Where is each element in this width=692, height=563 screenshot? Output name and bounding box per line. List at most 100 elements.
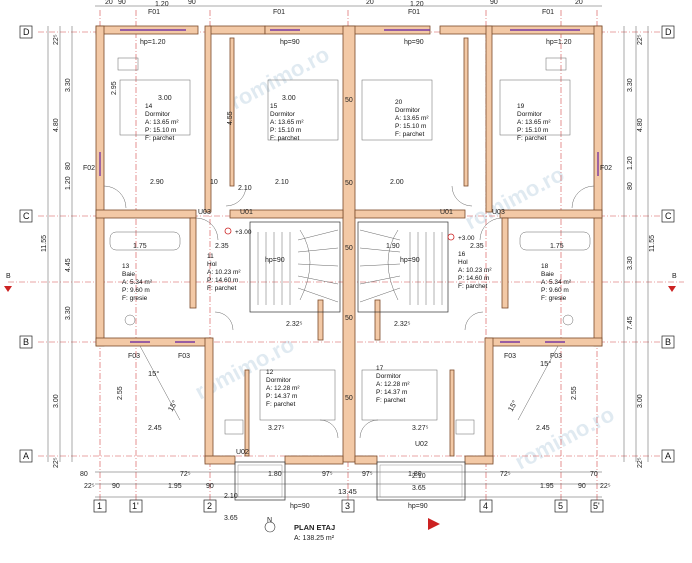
- axis-col-5p: 5': [593, 501, 600, 511]
- svg-text:4.80: 4.80: [637, 118, 644, 132]
- svg-text:2.45: 2.45: [536, 425, 550, 432]
- svg-text:50: 50: [345, 180, 353, 187]
- svg-text:3.00: 3.00: [158, 95, 172, 102]
- watermark: romimo.ro: [226, 41, 334, 114]
- svg-text:2.10: 2.10: [275, 179, 289, 186]
- svg-text:U03: U03: [198, 209, 211, 216]
- svg-text:3.27⁵: 3.27⁵: [412, 425, 429, 432]
- svg-text:17: 17: [376, 365, 384, 372]
- svg-text:22⁵: 22⁵: [637, 457, 644, 468]
- svg-text:U01: U01: [440, 209, 453, 216]
- svg-text:22⁵: 22⁵: [53, 34, 60, 45]
- svg-text:2.32⁵: 2.32⁵: [286, 321, 303, 328]
- svg-text:90: 90: [578, 483, 586, 490]
- svg-text:hp=1.20: hp=1.20: [546, 39, 572, 46]
- svg-text:90: 90: [118, 0, 126, 6]
- svg-text:80: 80: [65, 162, 72, 170]
- axis-col-3: 3: [345, 501, 350, 511]
- svg-text:F03: F03: [128, 353, 140, 360]
- svg-text:80: 80: [627, 182, 634, 190]
- svg-text:hp=1.20: hp=1.20: [140, 39, 166, 46]
- svg-text:F: parchet: F: parchet: [270, 135, 299, 142]
- svg-text:hp=90: hp=90: [265, 257, 285, 264]
- room-11: 11 Hol A: 10.23 m² P: 14.60 m F: parchet: [207, 253, 241, 292]
- direction-arrow-icon: [428, 518, 440, 530]
- svg-text:F03: F03: [178, 353, 190, 360]
- svg-text:F: gresie: F: gresie: [122, 295, 148, 302]
- svg-text:Hol: Hol: [458, 259, 468, 266]
- svg-text:Baie: Baie: [122, 271, 135, 278]
- staircase-left: [249, 221, 341, 313]
- svg-text:F: parchet: F: parchet: [207, 285, 236, 292]
- svg-text:1.20: 1.20: [65, 176, 72, 190]
- svg-text:F02: F02: [83, 165, 95, 172]
- svg-text:3.00: 3.00: [282, 95, 296, 102]
- svg-text:P: 15.10 m: P: 15.10 m: [517, 127, 548, 134]
- svg-text:2.10: 2.10: [224, 493, 238, 500]
- svg-text:2.10: 2.10: [412, 473, 426, 480]
- svg-text:1.95: 1.95: [168, 483, 182, 490]
- svg-text:A: 13.65 m²: A: 13.65 m²: [270, 119, 304, 126]
- svg-text:A: 10.23 m²: A: 10.23 m²: [458, 267, 492, 274]
- svg-text:F03: F03: [504, 353, 516, 360]
- svg-text:1.90: 1.90: [386, 243, 400, 250]
- room-17: 17 Dormitor A: 12.28 m² P: 14.37 m F: pa…: [376, 365, 410, 404]
- svg-text:3.30: 3.30: [627, 78, 634, 92]
- svg-text:U03: U03: [492, 209, 505, 216]
- svg-text:F: parchet: F: parchet: [145, 135, 174, 142]
- svg-text:hp=90: hp=90: [290, 503, 310, 510]
- svg-text:F01: F01: [542, 9, 554, 16]
- svg-text:7.45: 7.45: [627, 316, 634, 330]
- svg-text:10: 10: [210, 179, 218, 186]
- room-20: 20 Dormitor A: 13.65 m² P: 15.10 m F: pa…: [395, 99, 429, 138]
- svg-text:A: 5.34 m²: A: 5.34 m²: [122, 279, 153, 286]
- svg-text:P: 14.37 m: P: 14.37 m: [266, 393, 297, 400]
- axis-labels-left: D C B A: [19, 25, 33, 463]
- svg-text:90: 90: [112, 483, 120, 490]
- svg-text:22⁵: 22⁵: [84, 483, 95, 490]
- svg-text:3.30: 3.30: [627, 256, 634, 270]
- svg-text:97⁵: 97⁵: [362, 471, 373, 478]
- staircase-right: [357, 221, 449, 313]
- svg-text:1.95: 1.95: [540, 483, 554, 490]
- svg-text:50: 50: [345, 395, 353, 402]
- svg-text:11.55: 11.55: [41, 235, 48, 252]
- furniture: [109, 57, 591, 435]
- balconies: [234, 461, 466, 501]
- svg-text:P: 14.60 m: P: 14.60 m: [207, 277, 238, 284]
- axis-row-B: B: [23, 337, 29, 347]
- svg-text:F02: F02: [600, 165, 612, 172]
- svg-text:50: 50: [345, 245, 353, 252]
- svg-text:A: 5.34 m²: A: 5.34 m²: [541, 279, 572, 286]
- room-12: 12 Dormitor A: 12.28 m² P: 14.37 m F: pa…: [266, 369, 300, 408]
- svg-text:F: parchet: F: parchet: [376, 397, 405, 404]
- svg-text:F01: F01: [148, 9, 160, 16]
- axis-labels-right: D C B A: [661, 25, 675, 463]
- svg-text:Dormitor: Dormitor: [266, 377, 292, 384]
- svg-text:11.55: 11.55: [649, 235, 656, 252]
- svg-text:2.95: 2.95: [111, 81, 118, 95]
- svg-text:2.10: 2.10: [238, 185, 252, 192]
- svg-text:3.30: 3.30: [65, 306, 72, 320]
- watermark: romimo.ro: [511, 401, 619, 474]
- svg-text:1.80: 1.80: [408, 471, 422, 478]
- section-marks: B B: [4, 273, 677, 292]
- room-16: 16 Hol A: 10.23 m² P: 14.60 m F: parchet: [458, 251, 492, 290]
- svg-text:F: parchet: F: parchet: [395, 131, 424, 138]
- svg-text:3.65: 3.65: [224, 515, 238, 522]
- svg-text:90: 90: [490, 0, 498, 6]
- watermark: romimo.ro: [461, 161, 569, 234]
- top-dimensions: 20 90 1.20 90 20 1.20 90 20: [105, 0, 583, 8]
- svg-text:1.20: 1.20: [410, 1, 424, 8]
- svg-text:2.55: 2.55: [117, 386, 124, 400]
- svg-text:hp=90: hp=90: [280, 39, 300, 46]
- axis-col-1: 1: [97, 501, 102, 511]
- svg-text:A: 12.28 m²: A: 12.28 m²: [266, 385, 300, 392]
- svg-text:P: 15.10 m: P: 15.10 m: [270, 127, 301, 134]
- svg-text:2.35: 2.35: [215, 243, 229, 250]
- svg-text:22⁵: 22⁵: [600, 483, 611, 490]
- svg-text:F: gresie: F: gresie: [541, 295, 567, 302]
- svg-text:16: 16: [458, 251, 466, 258]
- svg-text:U01: U01: [240, 209, 253, 216]
